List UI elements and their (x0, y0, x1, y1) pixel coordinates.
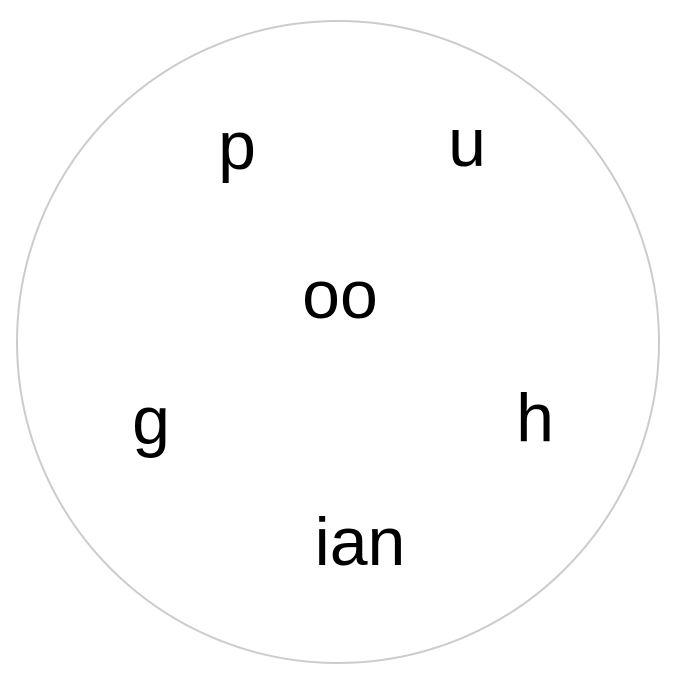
letter-wheel (16, 20, 660, 664)
letter-tile-p[interactable]: p (218, 108, 256, 184)
letter-tile-g[interactable]: g (132, 383, 170, 459)
letter-tile-u[interactable]: u (448, 105, 486, 181)
letter-tile-h[interactable]: h (516, 380, 554, 456)
letter-tile-ian[interactable]: ian (314, 504, 406, 580)
letter-tile-oo[interactable]: oo (302, 257, 378, 333)
